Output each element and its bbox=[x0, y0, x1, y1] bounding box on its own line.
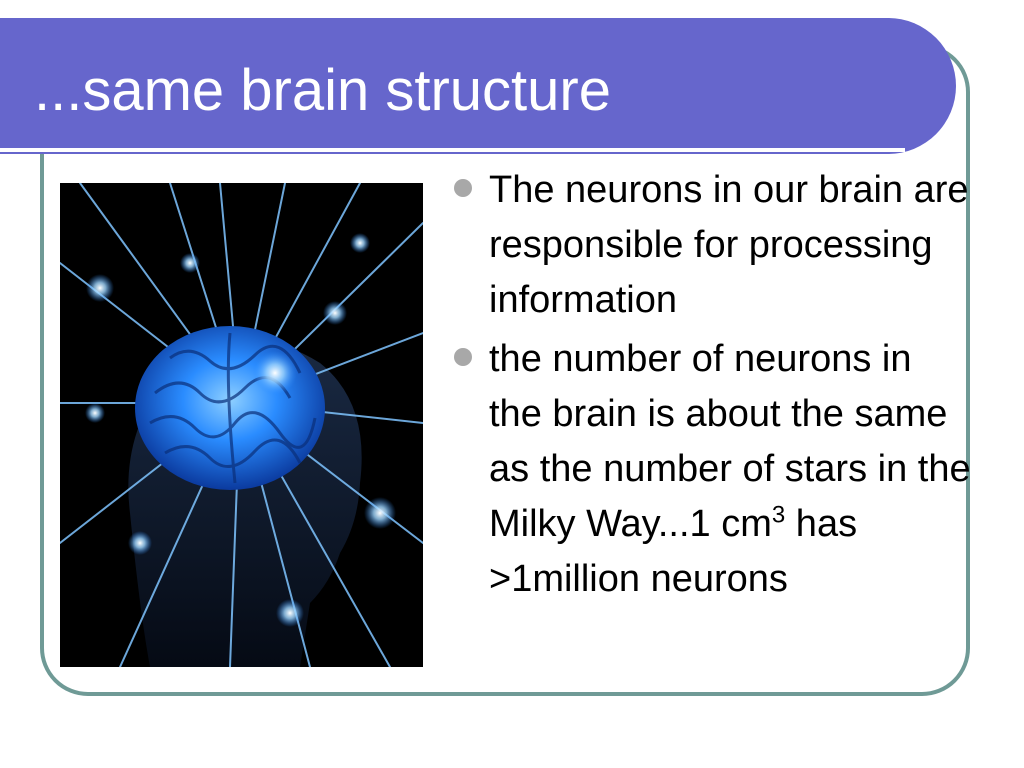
slide-title: ...same brain structure bbox=[34, 58, 611, 123]
bullet-text: The neurons in our brain are responsible… bbox=[489, 169, 969, 321]
bullet-text: the number of neurons in the brain is ab… bbox=[489, 338, 971, 545]
brain-neurons-image bbox=[60, 183, 423, 667]
superscript-exponent: 3 bbox=[771, 501, 786, 529]
bullet-text-tail: has >1million neurons bbox=[489, 503, 858, 600]
bullet-list: The neurons in our brain are responsible… bbox=[452, 163, 972, 611]
bullet-dot-icon bbox=[454, 179, 472, 197]
title-underline bbox=[0, 148, 905, 152]
bullet-item: The neurons in our brain are responsible… bbox=[452, 163, 972, 328]
brain-illustration bbox=[60, 183, 423, 667]
bullet-item: the number of neurons in the brain is ab… bbox=[452, 332, 972, 607]
title-bar: ...same brain structure bbox=[0, 18, 956, 154]
bullet-dot-icon bbox=[454, 348, 472, 366]
